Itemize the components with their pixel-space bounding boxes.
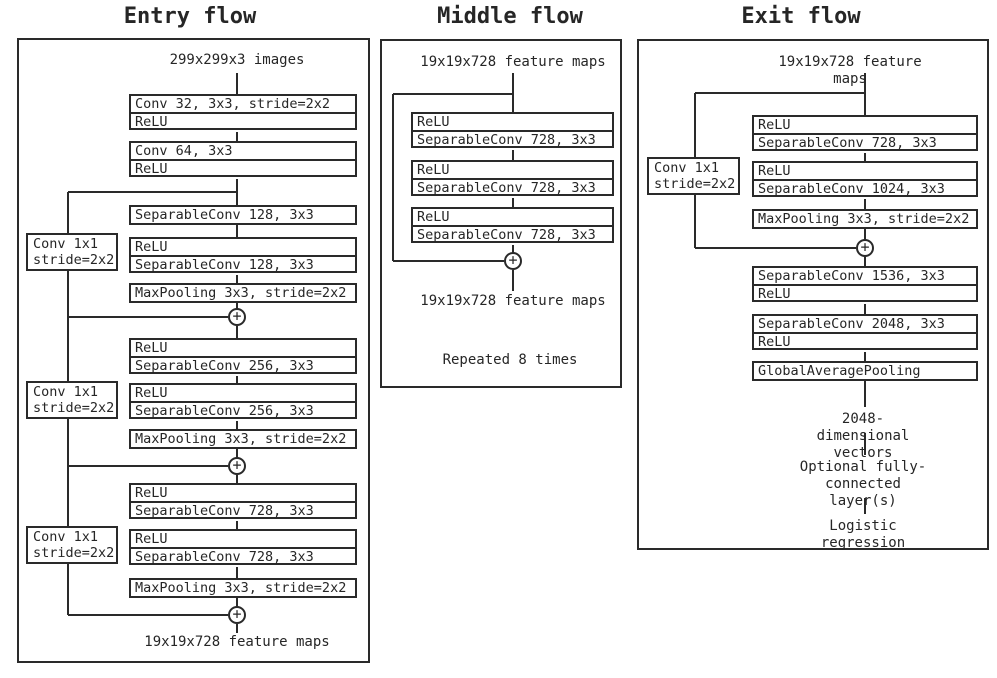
exit-fully-connected-label: Optional fully-connected layer(s) — [799, 459, 927, 509]
plus-merge-icon: + — [228, 606, 246, 624]
layer-label: GlobalAveragePooling — [758, 363, 921, 379]
layer-label: SeparableConv 728, 3x3 — [131, 501, 355, 519]
exit-block-sepconv1536: SeparableConv 1536, 3x3 ReLU — [752, 266, 978, 302]
layer-label: ReLU — [758, 117, 791, 133]
entry-block-maxpool-1: MaxPooling 3x3, stride=2x2 — [129, 283, 357, 303]
middle-output-label: 19x19x728 feature maps — [420, 293, 606, 309]
layer-label: SeparableConv 1536, 3x3 — [758, 268, 945, 284]
plus-merge-icon: + — [228, 308, 246, 326]
layer-label: Conv 64, 3x3 — [135, 143, 233, 159]
layer-label: MaxPooling 3x3, stride=2x2 — [135, 580, 347, 596]
layer-label: SeparableConv 728, 3x3 — [413, 130, 612, 148]
entry-block-relu-sepconv728-a: ReLU SeparableConv 728, 3x3 — [129, 483, 357, 519]
exit-block-relu-sepconv728: ReLU SeparableConv 728, 3x3 — [752, 115, 978, 151]
layer-label: SeparableConv 728, 3x3 — [754, 133, 976, 151]
middle-repeat-caption: Repeated 8 times — [442, 352, 578, 368]
layer-label: MaxPooling 3x3, stride=2x2 — [135, 431, 347, 447]
plus-merge-icon: + — [856, 239, 874, 257]
layer-label: ReLU — [417, 209, 450, 225]
layer-label: SeparableConv 128, 3x3 — [135, 207, 314, 223]
entry-block-relu-sepconv256-a: ReLU SeparableConv 256, 3x3 — [129, 338, 357, 374]
entry-block-conv32: Conv 32, 3x3, stride=2x2 ReLU — [129, 94, 357, 130]
plus-merge-icon: + — [504, 252, 522, 270]
layer-label: ReLU — [754, 284, 976, 302]
exit-block-maxpool: MaxPooling 3x3, stride=2x2 — [752, 209, 978, 229]
middle-flow-panel — [380, 39, 622, 388]
layer-label: Conv 1x1 — [33, 236, 99, 252]
layer-label: ReLU — [131, 159, 355, 177]
layer-label: ReLU — [758, 163, 791, 179]
entry-flow-panel — [17, 38, 370, 663]
entry-block-sepconv128: SeparableConv 128, 3x3 — [129, 205, 357, 225]
exit-block-relu-sepconv1024: ReLU SeparableConv 1024, 3x3 — [752, 161, 978, 197]
layer-label: SeparableConv 256, 3x3 — [131, 401, 355, 419]
layer-label: ReLU — [417, 162, 450, 178]
plus-merge-icon: + — [228, 457, 246, 475]
middle-block-relu-sepconv728-3: ReLU SeparableConv 728, 3x3 — [411, 207, 614, 243]
middle-block-relu-sepconv728-1: ReLU SeparableConv 728, 3x3 — [411, 112, 614, 148]
middle-flow-wires — [392, 73, 514, 291]
layer-label: stride=2x2 — [654, 176, 736, 192]
layer-label: SeparableConv 128, 3x3 — [131, 255, 355, 273]
layer-label: ReLU — [417, 114, 450, 130]
layer-label: stride=2x2 — [33, 545, 115, 561]
entry-block-maxpool-3: MaxPooling 3x3, stride=2x2 — [129, 578, 357, 598]
exit-flow-panel — [637, 39, 989, 550]
exit-flow-title: Exit flow — [741, 4, 861, 29]
layer-label: SeparableConv 1024, 3x3 — [754, 179, 976, 197]
layer-label: Conv 1x1 — [33, 529, 99, 545]
exit-input-label: 19x19x728 feature maps — [778, 54, 922, 87]
layer-label: ReLU — [135, 340, 168, 356]
entry-block-conv64: Conv 64, 3x3 ReLU — [129, 141, 357, 177]
exit-skip-conv: Conv 1x1 stride=2x2 — [647, 157, 740, 195]
layer-label: SeparableConv 728, 3x3 — [413, 178, 612, 196]
layer-label: Conv 1x1 — [33, 384, 99, 400]
exit-block-sepconv2048: SeparableConv 2048, 3x3 ReLU — [752, 314, 978, 350]
entry-skip-conv-2: Conv 1x1 stride=2x2 — [26, 381, 118, 419]
layer-label: ReLU — [754, 332, 976, 350]
entry-skip-conv-1: Conv 1x1 stride=2x2 — [26, 233, 118, 271]
middle-block-relu-sepconv728-2: ReLU SeparableConv 728, 3x3 — [411, 160, 614, 196]
layer-label: SeparableConv 2048, 3x3 — [758, 316, 945, 332]
layer-label: SeparableConv 728, 3x3 — [131, 547, 355, 565]
layer-label: Conv 1x1 — [654, 160, 720, 176]
exit-block-globalavgpool: GlobalAveragePooling — [752, 361, 978, 381]
layer-label: ReLU — [135, 385, 168, 401]
entry-input-label: 299x299x3 images — [169, 52, 305, 68]
entry-block-relu-sepconv256-b: ReLU SeparableConv 256, 3x3 — [129, 383, 357, 419]
layer-label: SeparableConv 256, 3x3 — [131, 356, 355, 374]
layer-label: MaxPooling 3x3, stride=2x2 — [135, 285, 347, 301]
layer-label: ReLU — [135, 485, 168, 501]
layer-label: Conv 32, 3x3, stride=2x2 — [135, 96, 331, 112]
layer-label: stride=2x2 — [33, 400, 115, 416]
layer-label: stride=2x2 — [33, 252, 115, 268]
layer-label: ReLU — [135, 531, 168, 547]
exit-logistic-regression-label: Logistic regression — [820, 518, 906, 551]
exit-vectors-label: 2048-dimensional vectors — [816, 411, 910, 461]
middle-input-label: 19x19x728 feature maps — [420, 54, 606, 70]
entry-block-relu-sepconv728-b: ReLU SeparableConv 728, 3x3 — [129, 529, 357, 565]
layer-label: ReLU — [135, 239, 168, 255]
middle-flow-title: Middle flow — [437, 4, 583, 29]
layer-label: MaxPooling 3x3, stride=2x2 — [758, 211, 970, 227]
entry-block-maxpool-2: MaxPooling 3x3, stride=2x2 — [129, 429, 357, 449]
layer-label: SeparableConv 728, 3x3 — [413, 225, 612, 243]
entry-output-label: 19x19x728 feature maps — [144, 634, 330, 650]
layer-label: ReLU — [131, 112, 355, 130]
entry-block-relu-sepconv128: ReLU SeparableConv 128, 3x3 — [129, 237, 357, 273]
entry-skip-conv-3: Conv 1x1 stride=2x2 — [26, 526, 118, 564]
entry-flow-title: Entry flow — [123, 4, 257, 29]
